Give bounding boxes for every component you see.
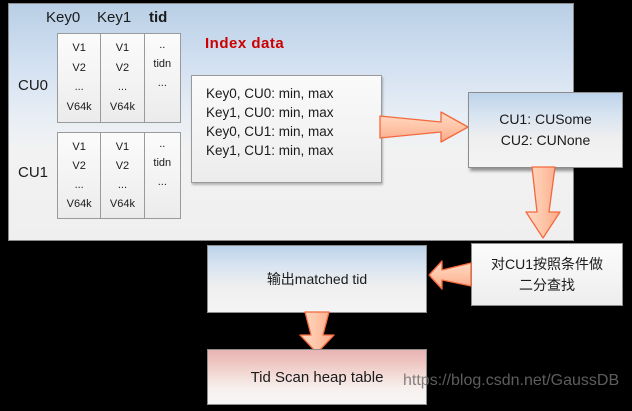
- index-data-line: Key0, CU0: min, max: [206, 86, 334, 101]
- cu0-column-key0: V1 V2 ... V64k: [58, 34, 102, 122]
- cu1-key1-cell: ...: [117, 178, 128, 191]
- cu-table-cu0: V1 V2 ... V64k V1 V2 ... V64k .. tidn ..…: [57, 33, 181, 123]
- cu1-key1-cell: V2: [115, 159, 130, 172]
- cu0-key0-cell: V64k: [66, 101, 92, 114]
- index-data-line: Key0, CU1: min, max: [206, 124, 334, 139]
- arrow-binary-search-to-output-tid: [427, 258, 473, 292]
- tid-scan-line: Tid Scan heap table: [250, 368, 384, 386]
- cu0-tid-cell: ..: [159, 39, 166, 51]
- cu1-tid-cell: tidn: [153, 157, 172, 169]
- cu-result-box: CU1: CUSome CU2: CUNone: [468, 92, 623, 168]
- cu-result-line: CU1: CUSome: [499, 111, 592, 127]
- cu0-key0-cell: V2: [72, 61, 86, 74]
- cu0-tid-cell: tidn: [153, 58, 172, 70]
- arrow-output-tid-to-tid-scan: [296, 311, 340, 355]
- cu0-tid-cell: ...: [157, 77, 167, 89]
- binary-search-line: 二分查找: [519, 276, 575, 293]
- cu0-key0-cell: ...: [74, 81, 84, 94]
- binary-search-box: 对CU1按照条件做 二分查找: [471, 243, 623, 306]
- cu0-key1-cell: V64k: [109, 101, 135, 114]
- cu1-key0-cell: V1: [72, 140, 86, 153]
- cu-result-line: CU2: CUNone: [500, 132, 591, 148]
- cu1-key0-cell: V64k: [66, 197, 92, 210]
- output-tid-line: 输出matched tid: [266, 270, 368, 287]
- column-header-tid: tid: [149, 9, 168, 26]
- cu0-column-key1: V1 V2 ... V64k: [101, 34, 145, 122]
- cu1-key0-cell: V2: [72, 159, 86, 172]
- index-data-box: Key0, CU0: min, max Key1, CU0: min, max …: [191, 75, 382, 183]
- column-header-key1: Key1: [97, 9, 132, 26]
- binary-search-line: 对CU1按照条件做: [490, 255, 603, 272]
- cu0-key0-cell: V1: [72, 41, 86, 54]
- cu-block-label-cu1: CU1: [18, 164, 49, 181]
- cu1-column-tid: .. tidn ...: [145, 133, 180, 218]
- output-tid-box: 输出matched tid: [207, 245, 427, 313]
- tid-scan-box: Tid Scan heap table: [207, 349, 427, 405]
- cu1-column-key0: V1 V2 ... V64k: [58, 133, 102, 218]
- cu0-key1-cell: ...: [117, 81, 128, 94]
- index-data-line: Key1, CU1: min, max: [206, 143, 334, 158]
- arrow-panel-to-cu-result: [378, 106, 470, 148]
- column-header-key0: Key0: [46, 9, 81, 26]
- watermark-text: https://blog.csdn.net/GaussDB: [403, 372, 620, 389]
- index-data-title: Index data: [205, 35, 285, 52]
- cu0-column-tid: .. tidn ...: [145, 34, 180, 122]
- cu1-key1-cell: V64k: [109, 197, 135, 210]
- cu0-key1-cell: V2: [115, 61, 130, 74]
- cu1-tid-cell: ...: [157, 176, 167, 188]
- cu1-key1-cell: V1: [115, 140, 130, 153]
- arrow-cu-result-to-binary-search: [522, 166, 566, 240]
- cu-table-cu1: V1 V2 ... V64k V1 V2 ... V64k .. tidn ..…: [57, 132, 181, 219]
- cu1-column-key1: V1 V2 ... V64k: [101, 133, 145, 218]
- cu1-tid-cell: ..: [159, 138, 166, 150]
- cu-block-label-cu0: CU0: [18, 77, 49, 94]
- index-data-line: Key1, CU0: min, max: [206, 105, 334, 120]
- cu1-key0-cell: ...: [74, 178, 84, 191]
- cu0-key1-cell: V1: [115, 41, 130, 54]
